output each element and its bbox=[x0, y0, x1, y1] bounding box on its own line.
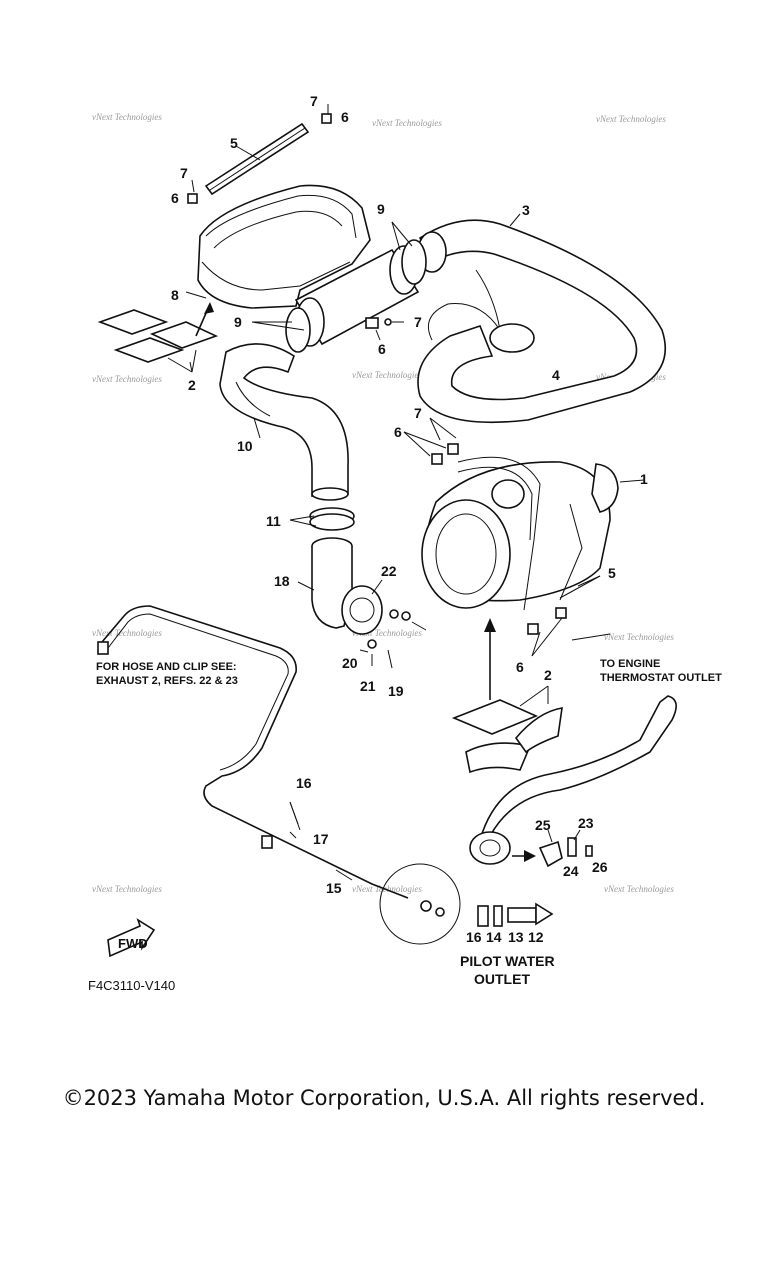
callout-22: 22 bbox=[381, 563, 397, 579]
callout-9: 9 bbox=[377, 201, 385, 217]
callout-15: 15 bbox=[326, 880, 342, 896]
callout-6: 6 bbox=[171, 190, 179, 206]
callout-2: 2 bbox=[188, 377, 196, 393]
tube-3 bbox=[417, 213, 666, 424]
callout-7: 7 bbox=[414, 405, 422, 421]
watermark: vNext Technologies bbox=[92, 112, 162, 122]
callout-17: 17 bbox=[313, 831, 329, 847]
watermark: vNext Technologies bbox=[352, 370, 422, 380]
callout-12: 12 bbox=[528, 929, 544, 945]
engine-note-line2: THERMOSTAT OUTLET bbox=[600, 672, 722, 684]
clip-icon bbox=[187, 193, 198, 204]
resonator-box bbox=[185, 184, 371, 309]
callout-19: 19 bbox=[388, 683, 404, 699]
callout-7: 7 bbox=[180, 165, 188, 181]
callout-10: 10 bbox=[237, 438, 253, 454]
callout-13: 13 bbox=[508, 929, 524, 945]
elbow-18 bbox=[297, 537, 427, 669]
callouts: 1 2 2 3 4 5 5 6 6 6 6 6 7 7 7 7 8 9 9 10… bbox=[171, 93, 648, 945]
watermark: vNext Technologies bbox=[352, 884, 422, 894]
pads-left bbox=[97, 302, 219, 373]
callout-20: 20 bbox=[342, 655, 358, 671]
callout-4: 4 bbox=[552, 367, 560, 383]
callout-21: 21 bbox=[360, 678, 376, 694]
pilot-hose bbox=[469, 695, 677, 865]
watermark: vNext Technologies bbox=[596, 114, 666, 124]
callout-16: 16 bbox=[296, 775, 312, 791]
callout-7: 7 bbox=[310, 93, 318, 109]
straps-side bbox=[403, 417, 611, 657]
callout-6: 6 bbox=[378, 341, 386, 357]
fittings-12-16 bbox=[477, 902, 554, 927]
callout-23: 23 bbox=[578, 815, 594, 831]
diagram-code: F4C3110-V140 bbox=[88, 978, 175, 993]
tube-10 bbox=[219, 343, 349, 501]
fittings-23-26 bbox=[538, 829, 593, 868]
callout-14: 14 bbox=[486, 929, 502, 945]
watermark: vNext Technologies bbox=[372, 118, 442, 128]
callout-6: 6 bbox=[341, 109, 349, 125]
parts-diagram: vNext Technologies vNext Technologies vN… bbox=[88, 93, 722, 993]
callout-6: 6 bbox=[394, 424, 402, 440]
callout-18: 18 bbox=[274, 573, 290, 589]
clamp-11 bbox=[289, 507, 355, 531]
strap-top bbox=[187, 104, 332, 204]
notes: FOR HOSE AND CLIP SEE: EXHAUST 2, REFS. … bbox=[88, 658, 722, 993]
watermark: vNext Technologies bbox=[92, 884, 162, 894]
watermark: vNext Technologies bbox=[92, 628, 162, 638]
clip-icon bbox=[321, 113, 332, 124]
copyright-notice: ©2023 Yamaha Motor Corporation, U.S.A. A… bbox=[62, 1086, 706, 1110]
connector-hose bbox=[251, 221, 427, 353]
callout-3: 3 bbox=[522, 202, 530, 218]
watermark: vNext Technologies bbox=[92, 374, 162, 384]
callout-9: 9 bbox=[234, 314, 242, 330]
callout-2: 2 bbox=[544, 667, 552, 683]
hose-clip-note-line1: FOR HOSE AND CLIP SEE: bbox=[96, 661, 237, 673]
callout-24: 24 bbox=[563, 863, 579, 879]
fasteners-mid bbox=[365, 317, 404, 341]
callout-7: 7 bbox=[414, 314, 422, 330]
pipe-15 bbox=[97, 605, 461, 945]
callout-5: 5 bbox=[230, 135, 238, 151]
watermark: vNext Technologies bbox=[604, 632, 674, 642]
engine-note-line1: TO ENGINE bbox=[600, 658, 660, 670]
hose-clip-note-line2: EXHAUST 2, REFS. 22 & 23 bbox=[96, 675, 238, 687]
watermark: vNext Technologies bbox=[352, 628, 422, 638]
callout-1: 1 bbox=[640, 471, 648, 487]
airbox-1 bbox=[421, 461, 645, 609]
fwd-arrow-icon: FWD bbox=[107, 918, 156, 958]
watermark: vNext Technologies bbox=[604, 884, 674, 894]
callout-11: 11 bbox=[266, 513, 281, 529]
arrow-pads bbox=[484, 618, 496, 700]
pilot-note-line2: OUTLET bbox=[474, 971, 530, 987]
callout-5: 5 bbox=[608, 565, 616, 581]
callout-8: 8 bbox=[171, 287, 179, 303]
callout-6: 6 bbox=[516, 659, 524, 675]
callout-16: 16 bbox=[466, 929, 482, 945]
fwd-label: FWD bbox=[118, 936, 148, 951]
callout-25: 25 bbox=[535, 817, 551, 833]
pads-bottom bbox=[451, 685, 563, 774]
callout-26: 26 bbox=[592, 859, 608, 875]
pilot-note-line1: PILOT WATER bbox=[460, 953, 555, 969]
